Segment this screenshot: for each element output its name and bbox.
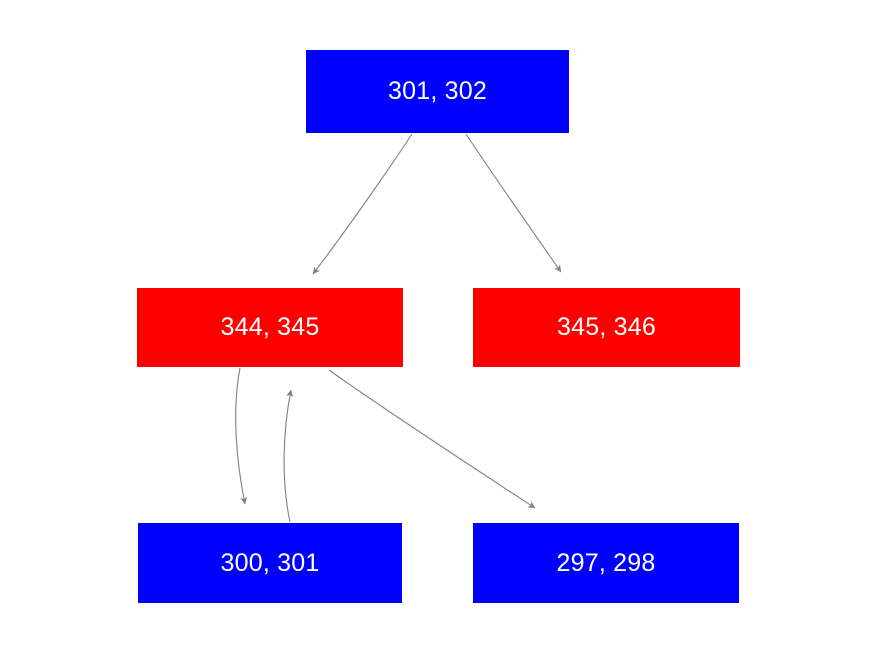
edge-344345-to-300301 (235, 367, 248, 505)
node-label: 345, 346 (557, 313, 656, 341)
edge-301302-to-344345 (312, 133, 413, 275)
node-label: 301, 302 (388, 77, 487, 105)
node-300-301[interactable]: 300, 301 (138, 523, 402, 603)
edge-301302-to-345346 (465, 133, 562, 273)
node-344-345[interactable]: 344, 345 (137, 288, 403, 367)
node-label: 344, 345 (220, 313, 320, 341)
node-301-302[interactable]: 301, 302 (306, 50, 569, 133)
node-label: 300, 301 (220, 548, 320, 577)
node-297-298[interactable]: 297, 298 (473, 523, 739, 603)
edge-300301-to-344345 (283, 389, 294, 523)
node-label: 297, 298 (556, 548, 656, 577)
node-345-346[interactable]: 345, 346 (473, 288, 740, 367)
edge-344345-to-297298 (328, 369, 536, 509)
